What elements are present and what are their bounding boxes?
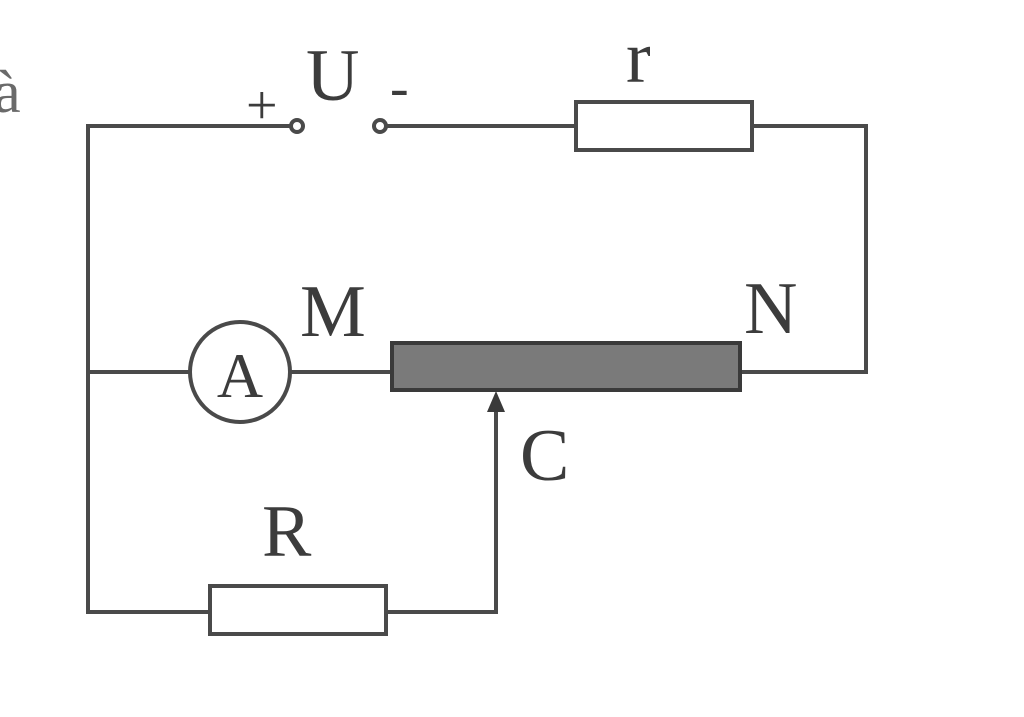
edge-text-fragment: à bbox=[0, 59, 21, 125]
wire-bottom-right bbox=[384, 406, 498, 614]
internal-resistor-r bbox=[574, 100, 754, 152]
load-resistor-label: R bbox=[262, 491, 312, 573]
wire-top-right bbox=[738, 124, 868, 374]
plus-label: + bbox=[246, 75, 278, 137]
rheostat-mn bbox=[390, 341, 742, 392]
minus-label: - bbox=[390, 57, 409, 119]
node-n-label: N bbox=[744, 268, 797, 350]
bottom-branch bbox=[86, 391, 505, 636]
internal-resistor-label: r bbox=[626, 17, 651, 99]
middle-branch bbox=[86, 320, 742, 424]
source-positive-terminal bbox=[289, 118, 305, 134]
source-negative-terminal bbox=[372, 118, 388, 134]
node-m-label: M bbox=[300, 271, 366, 353]
slider-label-c: C bbox=[520, 415, 569, 497]
load-resistor-r bbox=[208, 584, 388, 636]
source-label-u: U bbox=[306, 35, 359, 117]
ammeter-symbol bbox=[188, 320, 292, 424]
wire-top-left bbox=[86, 124, 299, 614]
top-branch bbox=[86, 100, 868, 614]
ammeter-label: A bbox=[217, 340, 263, 411]
slider-arrow-icon bbox=[487, 391, 505, 412]
